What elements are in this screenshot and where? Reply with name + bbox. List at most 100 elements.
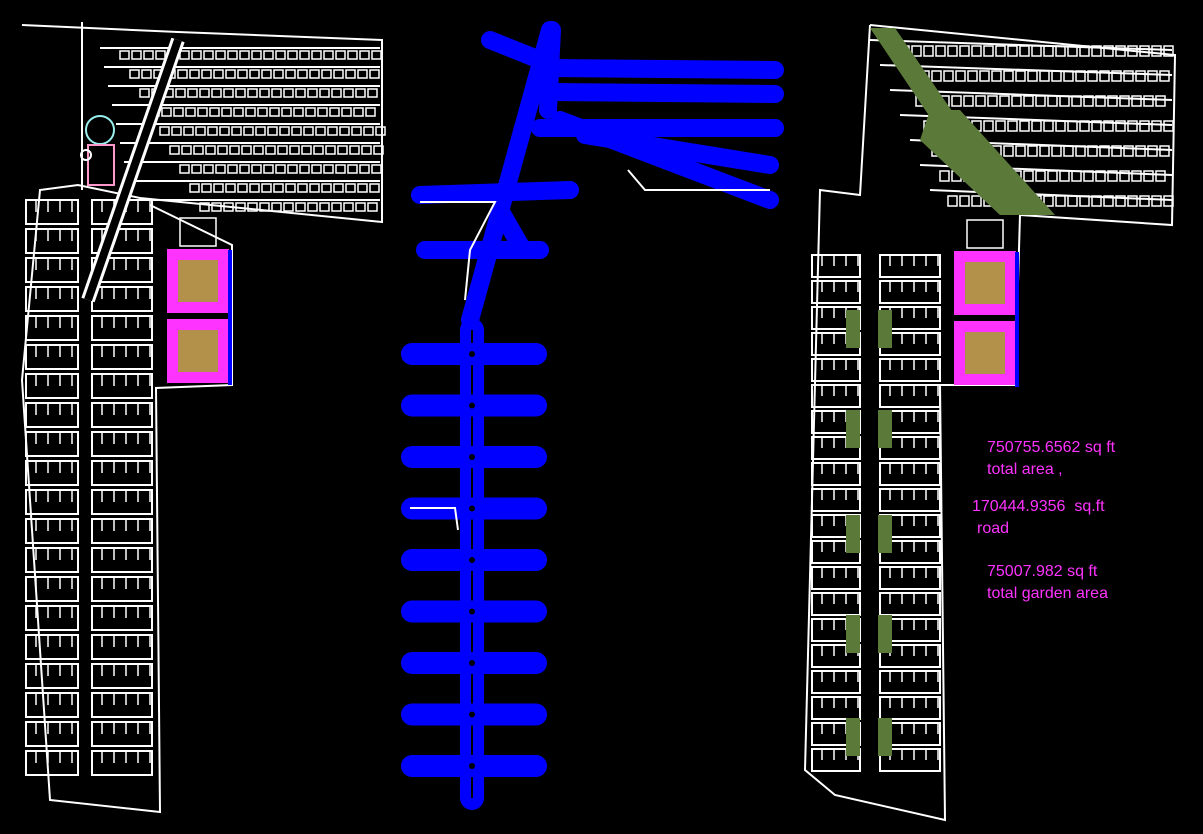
plot-cell: [979, 70, 990, 82]
plot-cell: [1023, 170, 1034, 182]
plot-cell: [191, 50, 202, 60]
plot-block: [91, 605, 153, 631]
plot-cell: [261, 183, 272, 193]
plot-cell: [213, 183, 224, 193]
plot-cell: [1155, 95, 1166, 107]
plot-cell: [345, 69, 356, 79]
access-road-centre: [84, 38, 182, 302]
plot-cell: [1123, 145, 1134, 157]
plot-cell: [271, 88, 282, 98]
plot-cell: [239, 164, 250, 174]
plot-cell: [1079, 195, 1090, 207]
park-lawn: [965, 332, 1005, 374]
plot-cell: [131, 50, 142, 60]
plot-block: [25, 199, 79, 225]
plot-cell: [1047, 170, 1058, 182]
plot-cell: [935, 45, 946, 57]
plot-cell: [1111, 70, 1122, 82]
plot-block: [879, 670, 941, 694]
plot-cell: [1051, 70, 1062, 82]
plot-cell: [1087, 70, 1098, 82]
plot-block: [25, 315, 79, 341]
plot-cell: [1087, 145, 1098, 157]
plot-cell: [259, 202, 270, 212]
plot-cell: [1031, 45, 1042, 57]
plot-cell: [333, 183, 344, 193]
plot-cell: [959, 45, 970, 57]
plot-cell: [201, 183, 212, 193]
plot-cell: [1091, 195, 1102, 207]
plot-cell: [251, 164, 262, 174]
plot-cell: [995, 120, 1006, 132]
plot-cell: [1119, 170, 1130, 182]
park-lawn: [178, 260, 218, 302]
plot-cell: [141, 69, 152, 79]
plot-block: [25, 228, 79, 254]
plot-cell: [353, 107, 364, 117]
plot-cell: [215, 50, 226, 60]
plot-cell: [241, 145, 252, 155]
plot-block: [25, 576, 79, 602]
plot-cell: [1011, 95, 1022, 107]
plot-cell: [1147, 70, 1158, 82]
plot-cell: [291, 126, 302, 136]
plot-cell: [175, 88, 186, 98]
park-lawn: [178, 330, 218, 372]
plot-block: [879, 592, 941, 616]
plot-cell: [365, 107, 376, 117]
plot-cell: [1127, 45, 1138, 57]
plot-cell: [211, 88, 222, 98]
plot-cell: [1055, 195, 1066, 207]
plot-cell: [207, 126, 218, 136]
pavilion-icon: [179, 217, 217, 247]
plot-block: [25, 518, 79, 544]
plot-block: [811, 488, 861, 512]
plot-block: [91, 402, 153, 428]
plot-cell: [371, 164, 382, 174]
plot-cell: [947, 45, 958, 57]
road-segment: [461, 21, 559, 329]
plot-cell: [129, 69, 140, 79]
plot-cell: [237, 183, 248, 193]
garden-strip: [878, 718, 892, 756]
plot-cell: [217, 145, 228, 155]
plot-cell: [1019, 120, 1030, 132]
plot-cell: [335, 50, 346, 60]
plot-cell: [229, 145, 240, 155]
plot-block: [91, 373, 153, 399]
plot-cell: [987, 95, 998, 107]
plot-cell: [179, 164, 190, 174]
plot-block: [91, 489, 153, 515]
plot-block: [25, 489, 79, 515]
plot-block: [25, 257, 79, 283]
plot-cell: [963, 95, 974, 107]
plot-layout-panel: [20, 22, 386, 814]
plot-cell: [1067, 45, 1078, 57]
plot-cell: [1075, 70, 1086, 82]
plot-cell: [285, 69, 296, 79]
plot-block: [91, 547, 153, 573]
plot-cell: [1099, 145, 1110, 157]
road-segment: [541, 59, 784, 79]
plot-cell: [1019, 45, 1030, 57]
plot-cell: [225, 69, 236, 79]
plot-cell: [1123, 70, 1134, 82]
garden-layout-panel: [803, 24, 1177, 822]
plot-cell: [359, 50, 370, 60]
plot-cell: [213, 69, 224, 79]
plot-cell: [343, 88, 354, 98]
plot-block: [811, 566, 861, 590]
garden-strip: [878, 310, 892, 348]
plot-cell: [189, 183, 200, 193]
plot-cell: [215, 164, 226, 174]
garden-strip: [846, 410, 860, 448]
plot-cell: [347, 50, 358, 60]
plot-cell: [1083, 95, 1094, 107]
plot-cell: [273, 69, 284, 79]
plot-cell: [1159, 70, 1170, 82]
plot-cell: [1163, 45, 1174, 57]
plot-cell: [265, 145, 276, 155]
plot-block: [25, 373, 79, 399]
total-area-label: total area ,: [987, 461, 1063, 478]
